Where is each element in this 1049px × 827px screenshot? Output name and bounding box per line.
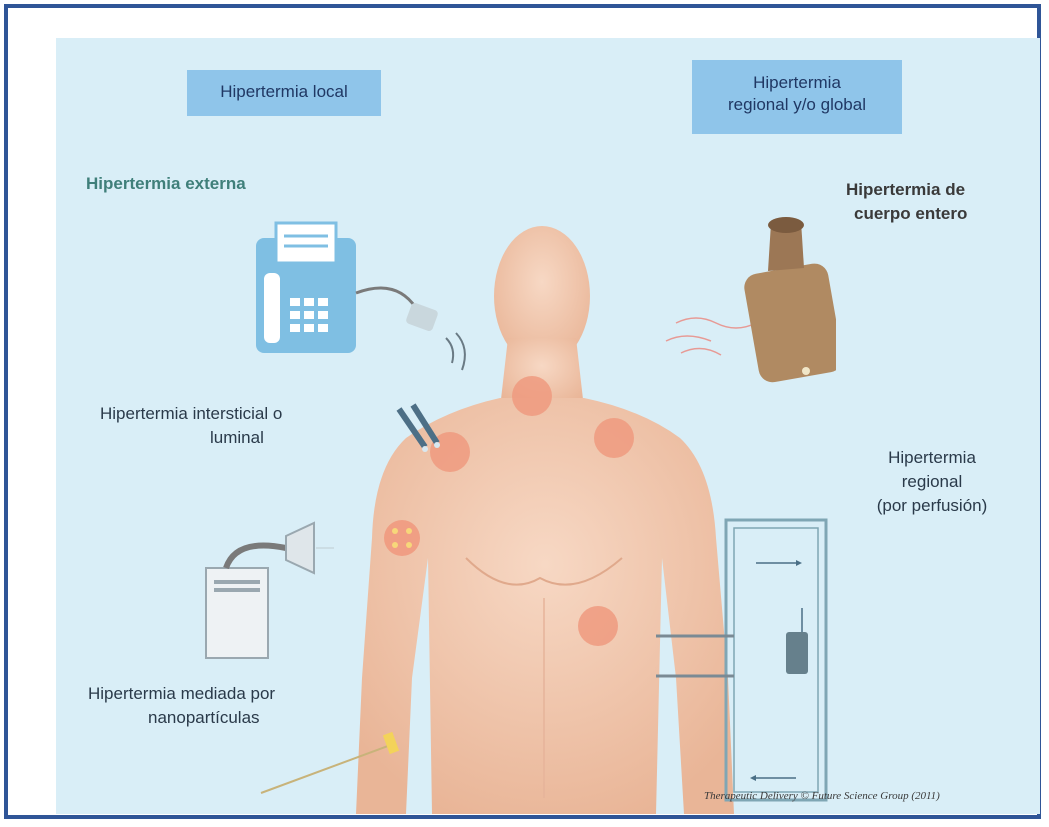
header-local-label: Hipertermia local bbox=[220, 82, 348, 101]
figure-frame: Hipertermia local Hipertermia regional y… bbox=[4, 4, 1041, 819]
interstitial-probe-icon bbox=[391, 403, 451, 463]
label-cuerpo-line2: cuerpo entero bbox=[846, 202, 967, 226]
label-hipertermia-regional-perfusion: Hipertermia regional (por perfusión) bbox=[852, 446, 1012, 518]
header-hipertermia-local: Hipertermia local bbox=[187, 70, 381, 116]
label-mediada-line1: Hipertermia mediada por bbox=[88, 682, 275, 706]
header-regional-line2: regional y/o global bbox=[692, 94, 902, 116]
label-hipertermia-mediada: Hipertermia mediada por nanopartículas bbox=[88, 682, 275, 730]
figure-credit: Therapeutic Delivery © Future Science Gr… bbox=[704, 790, 940, 802]
syringe-icon bbox=[256, 728, 416, 798]
label-intersticial-line2: luminal bbox=[100, 426, 282, 450]
target-spot-abdomen bbox=[578, 606, 618, 646]
label-hipertermia-intersticial: Hipertermia intersticial o luminal bbox=[100, 402, 282, 450]
perfusion-circuit-icon bbox=[656, 508, 836, 808]
hot-water-bottle-icon bbox=[656, 213, 836, 383]
external-hyperthermia-device-icon bbox=[246, 218, 486, 378]
nanoparticle-injector-icon bbox=[196, 518, 336, 668]
target-spot-arm bbox=[384, 520, 420, 556]
label-hipertermia-cuerpo-entero: Hipertermia de cuerpo entero bbox=[846, 178, 967, 226]
label-regional-line3: (por perfusión) bbox=[852, 494, 1012, 518]
target-spot-right-shoulder bbox=[594, 418, 634, 458]
label-hipertermia-externa: Hipertermia externa bbox=[86, 172, 246, 196]
label-regional-line1: Hipertermia bbox=[852, 446, 1012, 470]
header-regional-line1: Hipertermia bbox=[692, 72, 902, 94]
label-mediada-line2: nanopartículas bbox=[88, 706, 275, 730]
label-cuerpo-line1: Hipertermia de bbox=[846, 178, 967, 202]
target-spot-neck bbox=[512, 376, 552, 416]
diagram-panel: Hipertermia local Hipertermia regional y… bbox=[56, 38, 1040, 814]
label-regional-line2: regional bbox=[852, 470, 1012, 494]
header-hipertermia-regional: Hipertermia regional y/o global bbox=[692, 60, 902, 134]
label-intersticial-line1: Hipertermia intersticial o bbox=[100, 402, 282, 426]
